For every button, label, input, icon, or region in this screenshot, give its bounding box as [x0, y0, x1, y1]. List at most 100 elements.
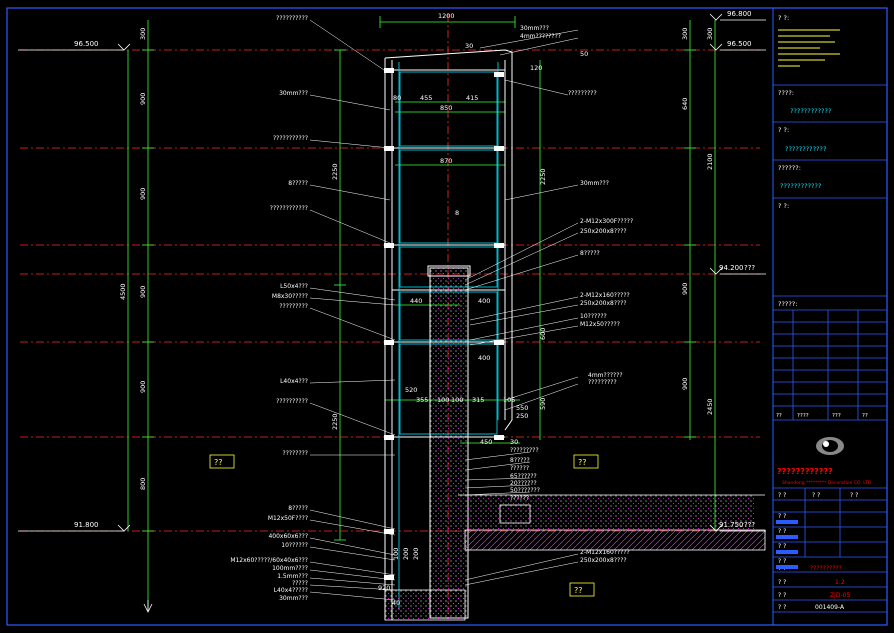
change-col-3: ??	[862, 413, 868, 419]
dim-seg-250: 250	[516, 412, 528, 420]
dim-bottom-200b: 200	[412, 548, 420, 560]
callout-right: M12x50?????	[580, 321, 620, 328]
anchor-plates	[384, 68, 504, 580]
callout-left: 8?????	[288, 505, 308, 512]
callout-left: ??????????	[276, 398, 308, 405]
dim-right-640: 640	[681, 98, 689, 110]
callout-right: 250x200x8????	[580, 300, 627, 307]
callout-left: 30mm???	[279, 90, 308, 97]
base-plate	[384, 589, 466, 621]
scale-value: 1:2	[835, 579, 845, 586]
dim-seg-920: 920	[378, 584, 390, 592]
callout-left: ???????????	[273, 135, 308, 142]
elevation-markers	[18, 13, 766, 613]
sign-col-0: ? ?	[778, 492, 786, 499]
floor-slab	[464, 529, 766, 551]
callout-left: M12x50F????	[268, 515, 308, 522]
callout-right: 8?????	[580, 250, 600, 257]
dim-seg-415: 415	[466, 94, 478, 102]
notes-lines	[778, 29, 840, 67]
callout-right: 250x200x8????	[580, 557, 627, 564]
client-value: ????????????	[785, 145, 826, 153]
elev-far-right-top: 96.800	[727, 10, 752, 18]
room-indoor: ??	[574, 586, 583, 595]
dim-frame-inner: 850	[440, 104, 452, 112]
dim-left-900c: 900	[139, 286, 147, 298]
room-outdoor-right: ??	[578, 458, 587, 467]
title-block-border	[772, 7, 888, 626]
elev-left-bottom: 91.800	[74, 521, 99, 529]
callout-left: M12x60?????/60x40x6???	[230, 557, 308, 564]
callout-right: 4mm????????	[520, 33, 561, 40]
callout-right: 65??????	[510, 473, 537, 480]
designer-label: ??????:	[778, 164, 801, 172]
dim-right-900b: 900	[681, 378, 689, 390]
callout-right: 20??????	[510, 480, 537, 487]
title-block	[773, 84, 887, 613]
room-tag-outdoor-left	[209, 454, 235, 469]
dim-left-2250b: 2250	[331, 413, 339, 430]
designer-value: ????????????	[780, 182, 821, 190]
dim-seg-105: 105	[503, 396, 515, 404]
elev-mid-right: 94.200	[719, 264, 744, 272]
dim-seg-100b: 100	[451, 396, 463, 404]
callout-left: ????????	[283, 450, 308, 457]
notes-heading: ? ?:	[778, 14, 789, 22]
dim-left-900b: 900	[139, 188, 147, 200]
project-label: ????:	[778, 89, 794, 97]
callout-right: 4mm??????	[588, 372, 623, 379]
sheet-label: ? ?	[778, 604, 786, 611]
callout-left: 100mm????	[272, 565, 308, 572]
callout-left: L50x4???	[280, 283, 308, 290]
project-value: ????????????	[790, 107, 831, 115]
dim-seg-50: 50	[580, 50, 588, 58]
dim-seg-550: 550	[516, 404, 528, 412]
scale-label: ? ?	[778, 579, 786, 586]
callout-right: 10??????	[580, 313, 607, 320]
dim-top-small: 30	[465, 42, 473, 50]
leader-lines	[309, 19, 579, 601]
callout-right: 250x200x8????	[580, 228, 627, 235]
callouts-left: ?????????? 30mm?????????????? 8???????????…	[230, 15, 308, 602]
role-0: ? ?	[778, 513, 786, 520]
dim-top-width: 1200	[438, 12, 455, 20]
dim-seg-455: 455	[420, 94, 432, 102]
elev-right-bottom: 91.750	[719, 521, 744, 529]
callout-right: 2-M12x160?????	[580, 549, 630, 556]
callout-left: L40x4???	[280, 378, 308, 385]
dim-seg-100: 100	[437, 396, 449, 404]
elevation-labels: 96.500 91.800 96.500 96.800 94.200 ??? 9…	[74, 10, 755, 529]
dim-seg-120: 120	[530, 64, 542, 72]
sheet-value: 001409-A	[815, 604, 845, 611]
changes-label: ?????:	[778, 300, 797, 308]
dim-right-2250: 2250	[539, 168, 547, 185]
callout-left: ????????????	[270, 205, 308, 212]
room-tag-indoor	[569, 582, 595, 597]
company-en: Shandong ********* Decoration CO. LTD	[782, 480, 872, 486]
dim-right-900: 900	[681, 283, 689, 295]
dim-frame-inner2: 870	[440, 157, 452, 165]
role-underlines	[776, 520, 798, 569]
sign-col-1: ? ?	[812, 492, 820, 499]
change-col-2: ???	[832, 413, 841, 419]
room-outdoor-left: ??	[214, 458, 223, 467]
callout-right: ??????	[510, 495, 529, 502]
callout-left: L40x4?????	[274, 587, 308, 594]
callout-left: ?????	[292, 580, 308, 587]
ground-fill	[465, 495, 755, 530]
dim-seg-450: 450	[480, 438, 492, 446]
elev-right-bottom-suffix: ???	[744, 521, 755, 529]
callout-right: ?????????	[568, 90, 597, 97]
callout-right: ??????	[510, 465, 529, 472]
dim-right-590: 590	[539, 398, 547, 410]
dim-seg-315: 315	[472, 396, 484, 404]
number-label: ? ?	[778, 592, 786, 599]
drain-pit	[499, 504, 531, 524]
desc-label: ? ?:	[778, 202, 789, 210]
callout-right: 2-M12x160?????	[580, 292, 630, 299]
dim-bottom-200: 200	[402, 548, 410, 560]
dimension-labels: 1200 30 850 870 455 415 80 440 400 400 5…	[378, 12, 588, 607]
callout-left: 30mm???	[279, 595, 308, 602]
company-logo	[816, 437, 844, 455]
